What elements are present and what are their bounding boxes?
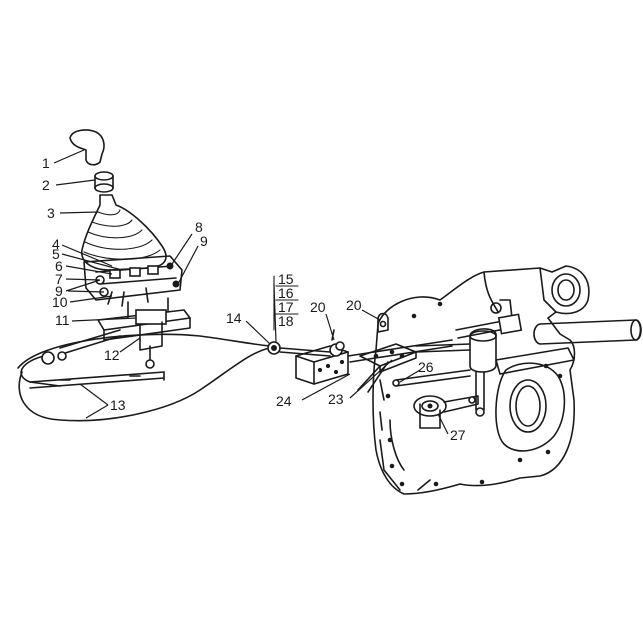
callout-11: 11 <box>55 312 70 328</box>
callout-7: 7 <box>55 271 63 287</box>
callout-20-right: 20 <box>346 297 362 313</box>
callout-3: 3 <box>47 205 55 221</box>
bracket-plate <box>347 339 453 393</box>
shift-knob <box>69 129 105 166</box>
callout-17: 17 <box>278 299 294 315</box>
callout-14: 14 <box>226 310 242 326</box>
shift-shaft <box>455 313 642 345</box>
knob-collar <box>94 171 114 193</box>
callout-4: 4 <box>52 236 60 252</box>
callout-2: 2 <box>42 177 50 193</box>
mounting-block <box>295 345 349 385</box>
lever-base-plate <box>83 255 183 307</box>
callout-23: 23 <box>328 391 344 407</box>
linkage-rod-26 <box>392 369 471 387</box>
callout-9-upper: 9 <box>200 233 208 249</box>
callout-6: 6 <box>55 258 63 274</box>
cable-clamp-right <box>377 312 389 333</box>
callout-10: 10 <box>52 294 68 310</box>
callout-18: 18 <box>278 313 294 329</box>
callout-9-lower: 9 <box>55 283 63 299</box>
callout-5: 5 <box>52 246 60 262</box>
callout-26: 26 <box>418 359 434 375</box>
callout-16: 16 <box>278 285 294 301</box>
shift-tower <box>59 297 191 369</box>
cable-clamp-left <box>329 329 345 357</box>
callout-24: 24 <box>276 393 292 409</box>
callout-12: 12 <box>104 347 120 363</box>
callout-13: 13 <box>110 397 126 413</box>
leader-lines <box>53 149 449 435</box>
lever-arm-27 <box>413 395 479 429</box>
callout-1: 1 <box>42 155 50 171</box>
label-stack-rules <box>273 275 299 331</box>
callout-15: 15 <box>278 271 294 287</box>
shift-cables <box>17 333 271 422</box>
callout-8: 8 <box>195 219 203 235</box>
callout-20-left: 20 <box>310 299 326 315</box>
transmission-housing <box>372 265 590 495</box>
callout-27: 27 <box>450 427 466 443</box>
callout-labels: 1 2 3 4 5 6 7 8 9 9 10 11 12 13 14 15 16… <box>42 155 466 443</box>
